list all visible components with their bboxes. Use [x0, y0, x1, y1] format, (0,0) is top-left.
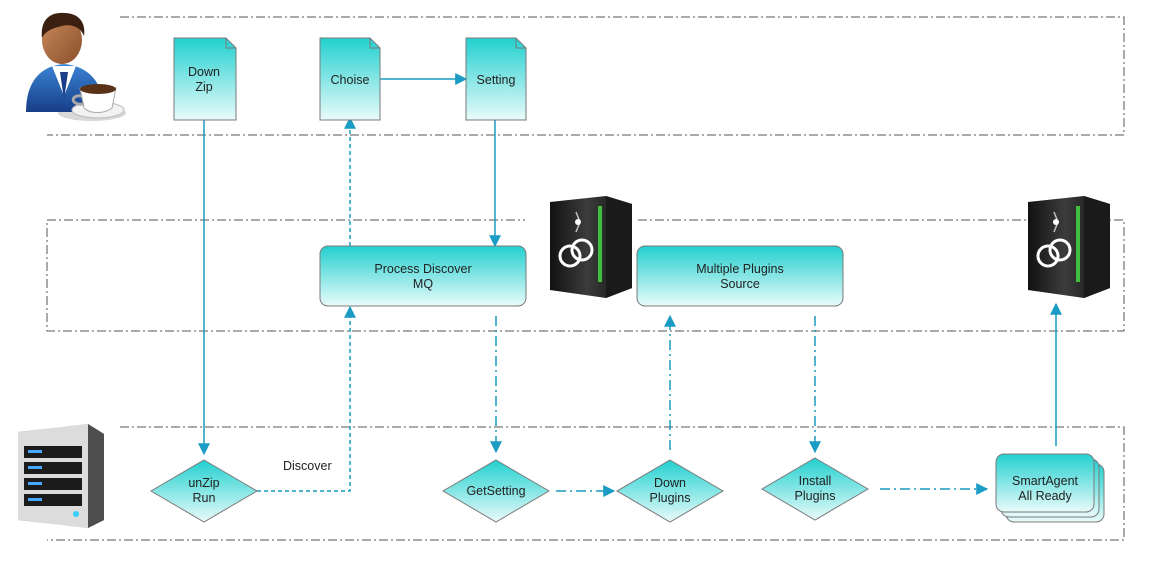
edge-unzip-process	[257, 305, 356, 492]
lane-client	[47, 426, 1125, 541]
swimlanes	[46, 16, 1125, 541]
node-label: GetSetting	[466, 484, 525, 498]
node-getsetting[interactable]: GetSetting	[442, 459, 550, 523]
lane-user	[47, 16, 1125, 136]
person-with-coffee-icon	[26, 12, 126, 121]
edge-label-discover: Discover	[283, 459, 332, 473]
server-tower-icon	[18, 424, 104, 528]
node-label: Setting	[477, 73, 516, 87]
cloud-server-rack-icon	[1028, 196, 1110, 298]
lane-cloud	[46, 219, 1125, 332]
node-setting[interactable]: Setting	[465, 37, 527, 121]
connectors	[198, 73, 1062, 497]
node-label: Choise	[331, 73, 370, 87]
node-choise[interactable]: Choise	[319, 37, 381, 121]
cloud-server-rack-icon	[550, 196, 632, 298]
